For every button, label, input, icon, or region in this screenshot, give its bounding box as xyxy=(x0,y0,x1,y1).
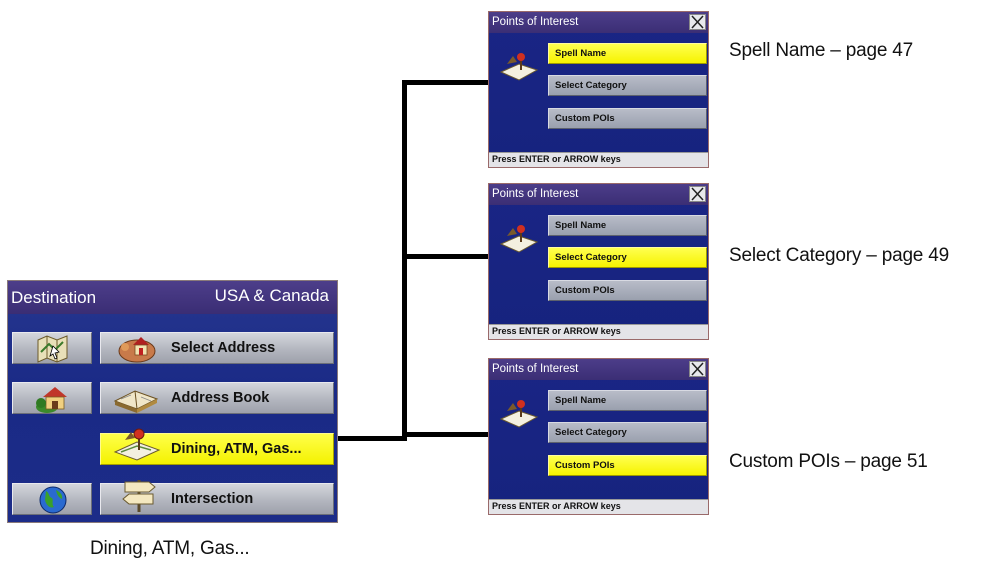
poi-title: Points of Interest xyxy=(492,16,579,28)
spell-name-button[interactable]: Spell Name xyxy=(548,390,707,411)
select-category-button[interactable]: Select Category xyxy=(548,75,707,96)
map-button[interactable] xyxy=(12,332,92,364)
connector-trunk xyxy=(402,80,407,441)
destination-titlebar: Destination USA & Canada xyxy=(8,281,337,314)
destination-title: Destination xyxy=(11,288,97,307)
intersection-label: Intersection xyxy=(171,491,254,507)
poi-map-icon xyxy=(499,225,539,253)
region-label: USA & Canada xyxy=(214,286,329,305)
poi-titlebar: Points of Interest xyxy=(489,184,708,205)
caption-custom-pois: Custom POIs – page 51 xyxy=(729,451,928,472)
spell-name-label: Spell Name xyxy=(555,395,607,406)
home-icon xyxy=(36,387,67,413)
close-icon xyxy=(691,15,704,29)
address-icon xyxy=(118,337,156,363)
status-text: Press ENTER or ARROW keys xyxy=(492,154,621,164)
address-book-button[interactable]: Address Book xyxy=(100,382,334,414)
poi-titlebar: Points of Interest xyxy=(489,12,708,33)
connector-branch-2 xyxy=(402,254,489,259)
select-category-label: Select Category xyxy=(555,252,627,263)
select-address-label: Select Address xyxy=(171,340,276,356)
home-button[interactable] xyxy=(12,382,92,414)
caption-select-category: Select Category – page 49 xyxy=(729,245,949,266)
signpost-icon xyxy=(122,480,156,512)
poi-map-icon xyxy=(113,428,161,461)
status-bar: Press ENTER or ARROW keys xyxy=(489,499,708,514)
custom-pois-label: Custom POIs xyxy=(555,113,615,124)
custom-pois-button[interactable]: Custom POIs xyxy=(548,455,707,476)
poi-screen-select-category: Points of Interest Spell Name Select Cat… xyxy=(488,183,709,340)
close-button[interactable] xyxy=(689,186,706,202)
custom-pois-label: Custom POIs xyxy=(555,460,615,471)
custom-pois-button[interactable]: Custom POIs xyxy=(548,280,707,301)
spell-name-label: Spell Name xyxy=(555,220,607,231)
connector-stub xyxy=(338,436,406,441)
custom-pois-button[interactable]: Custom POIs xyxy=(548,108,707,129)
address-book-label: Address Book xyxy=(171,390,270,406)
custom-pois-label: Custom POIs xyxy=(555,285,615,296)
connector-branch-1 xyxy=(402,80,489,85)
poi-title: Points of Interest xyxy=(492,188,579,200)
dining-atm-gas-label: Dining, ATM, Gas... xyxy=(171,441,302,457)
select-category-button[interactable]: Select Category xyxy=(548,247,707,268)
status-text: Press ENTER or ARROW keys xyxy=(492,326,621,336)
destination-screen: Destination USA & Canada xyxy=(7,280,338,523)
status-text: Press ENTER or ARROW keys xyxy=(492,501,621,511)
poi-map-icon xyxy=(499,53,539,81)
map-icon xyxy=(37,335,68,363)
close-button[interactable] xyxy=(689,14,706,30)
book-icon xyxy=(113,390,159,413)
spell-name-label: Spell Name xyxy=(555,48,607,59)
intersection-button[interactable]: Intersection xyxy=(100,480,334,515)
dining-atm-gas-button[interactable]: Dining, ATM, Gas... xyxy=(100,428,334,465)
close-icon xyxy=(691,362,704,376)
close-button[interactable] xyxy=(689,361,706,377)
destination-caption: Dining, ATM, Gas... xyxy=(90,538,250,559)
poi-title: Points of Interest xyxy=(492,363,579,375)
connector-branch-3 xyxy=(402,432,489,437)
close-icon xyxy=(691,187,704,201)
select-category-button[interactable]: Select Category xyxy=(548,422,707,443)
select-category-label: Select Category xyxy=(555,427,627,438)
globe-icon xyxy=(39,486,67,514)
world-button[interactable] xyxy=(12,483,92,515)
spell-name-button[interactable]: Spell Name xyxy=(548,215,707,236)
select-category-label: Select Category xyxy=(555,80,627,91)
poi-map-icon xyxy=(499,400,539,428)
caption-spell-name: Spell Name – page 47 xyxy=(729,40,914,61)
select-address-button[interactable]: Select Address xyxy=(100,332,334,364)
poi-screen-spell-name: Points of Interest Spell Name Select Cat… xyxy=(488,11,709,168)
status-bar: Press ENTER or ARROW keys xyxy=(489,324,708,339)
poi-screen-custom-pois: Points of Interest Spell Name Select Cat… xyxy=(488,358,709,515)
poi-titlebar: Points of Interest xyxy=(489,359,708,380)
status-bar: Press ENTER or ARROW keys xyxy=(489,152,708,167)
spell-name-button[interactable]: Spell Name xyxy=(548,43,707,64)
